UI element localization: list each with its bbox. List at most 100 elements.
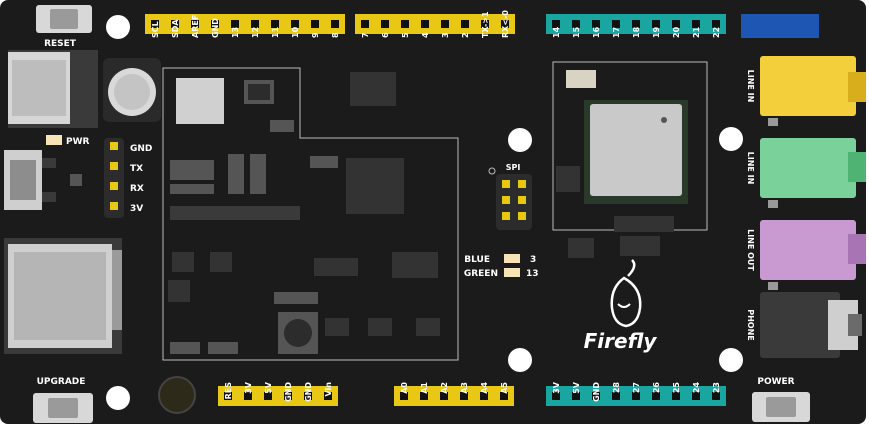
header-pin[interactable] [712, 20, 720, 28]
header-pin[interactable] [632, 392, 640, 400]
header-pin[interactable] [461, 20, 469, 28]
header-pin[interactable] [291, 20, 299, 28]
uart-pin[interactable] [110, 182, 118, 190]
header-pin[interactable] [400, 392, 408, 400]
uart-pin[interactable] [110, 202, 118, 210]
bottom-right-header [546, 386, 726, 406]
spi-pin[interactable] [518, 196, 526, 204]
header-pin-label: 11 [271, 26, 280, 38]
chip [270, 120, 294, 132]
blue-marker [741, 14, 819, 38]
header-pin[interactable] [572, 392, 580, 400]
header-pin[interactable] [441, 20, 449, 28]
header-pin[interactable] [692, 20, 700, 28]
pin1-dot [661, 117, 667, 123]
reset-button[interactable] [36, 5, 92, 33]
header-pin[interactable] [501, 20, 509, 28]
header-pin[interactable] [224, 392, 232, 400]
header-pin-label: 15 [572, 26, 581, 38]
main-module-outline [162, 67, 459, 361]
header-pin[interactable] [632, 20, 640, 28]
phone-label: PHONE [746, 309, 755, 341]
header-pin-label: SCL [151, 21, 160, 38]
header-pin-label: 7 [361, 32, 370, 38]
spi-pin[interactable] [518, 180, 526, 188]
spi-pin[interactable] [502, 180, 510, 188]
header-pin-label: TX->1 [481, 11, 490, 38]
header-pin[interactable] [672, 392, 680, 400]
line-out-jack[interactable] [760, 220, 866, 290]
blue-led [504, 254, 520, 263]
upgrade-button[interactable] [33, 393, 93, 423]
header-pin-label: 24 [692, 382, 701, 394]
header-pin[interactable] [264, 392, 272, 400]
header-pin[interactable] [381, 20, 389, 28]
header-pin[interactable] [331, 20, 339, 28]
header-pin[interactable] [692, 392, 700, 400]
header-pin[interactable] [480, 392, 488, 400]
header-pin[interactable] [244, 392, 252, 400]
chip [620, 236, 660, 256]
header-pin[interactable] [231, 20, 239, 28]
blue-led-label: BLUE [464, 255, 490, 265]
header-pin[interactable] [251, 20, 259, 28]
header-pin[interactable] [324, 392, 332, 400]
buzzer [158, 376, 196, 414]
power-button[interactable] [752, 392, 810, 422]
header-pin[interactable] [311, 20, 319, 28]
line-in-jack-1[interactable] [760, 56, 866, 126]
header-pin[interactable] [592, 392, 600, 400]
header-pin[interactable] [612, 20, 620, 28]
header-pin[interactable] [271, 20, 279, 28]
header-pin[interactable] [421, 20, 429, 28]
spi-pin[interactable] [518, 212, 526, 220]
header-pin[interactable] [572, 20, 580, 28]
header-pin[interactable] [592, 20, 600, 28]
header-pin[interactable] [552, 20, 560, 28]
header-pin[interactable] [552, 392, 560, 400]
uart-rx-label: RX [130, 184, 144, 194]
phone-jack[interactable] [760, 292, 862, 358]
chip [172, 252, 194, 272]
header-pin[interactable] [672, 20, 680, 28]
header-pin[interactable] [712, 392, 720, 400]
header-pin[interactable] [304, 392, 312, 400]
header-pin-label: 16 [592, 26, 601, 38]
header-body [218, 386, 338, 406]
header-pin[interactable] [171, 20, 179, 28]
header-pin[interactable] [211, 20, 219, 28]
header-pin[interactable] [361, 20, 369, 28]
header-pin[interactable] [460, 392, 468, 400]
chip [210, 252, 232, 272]
mounting-hole [508, 128, 532, 152]
header-pin[interactable] [481, 20, 489, 28]
line-in-jack-2[interactable] [760, 138, 866, 208]
spi-pin[interactable] [502, 212, 510, 220]
spi-pin[interactable] [502, 196, 510, 204]
header-pin[interactable] [500, 392, 508, 400]
header-pin-label: 4 [421, 32, 430, 38]
header-pin[interactable] [420, 392, 428, 400]
header-pin[interactable] [440, 392, 448, 400]
brand-name: Firefly [584, 329, 658, 353]
chip [170, 160, 214, 180]
mounting-hole [719, 127, 743, 151]
uart-pin[interactable] [110, 142, 118, 150]
header-pin[interactable] [284, 392, 292, 400]
header-pin-label: 28 [612, 382, 621, 394]
header-pin[interactable] [191, 20, 199, 28]
header-pin[interactable] [612, 392, 620, 400]
chip [368, 318, 392, 336]
header-pin[interactable] [151, 20, 159, 28]
header-pin[interactable] [652, 20, 660, 28]
wifi-shield [590, 104, 682, 196]
uart-pin[interactable] [110, 162, 118, 170]
main-chip [346, 158, 404, 214]
header-pin[interactable] [652, 392, 660, 400]
usb-host-port [8, 50, 98, 128]
header-pin-label: 27 [632, 382, 641, 393]
header-pin[interactable] [401, 20, 409, 28]
header-pin-label: SDA [171, 19, 180, 38]
header-pin-label: 18 [632, 26, 641, 38]
